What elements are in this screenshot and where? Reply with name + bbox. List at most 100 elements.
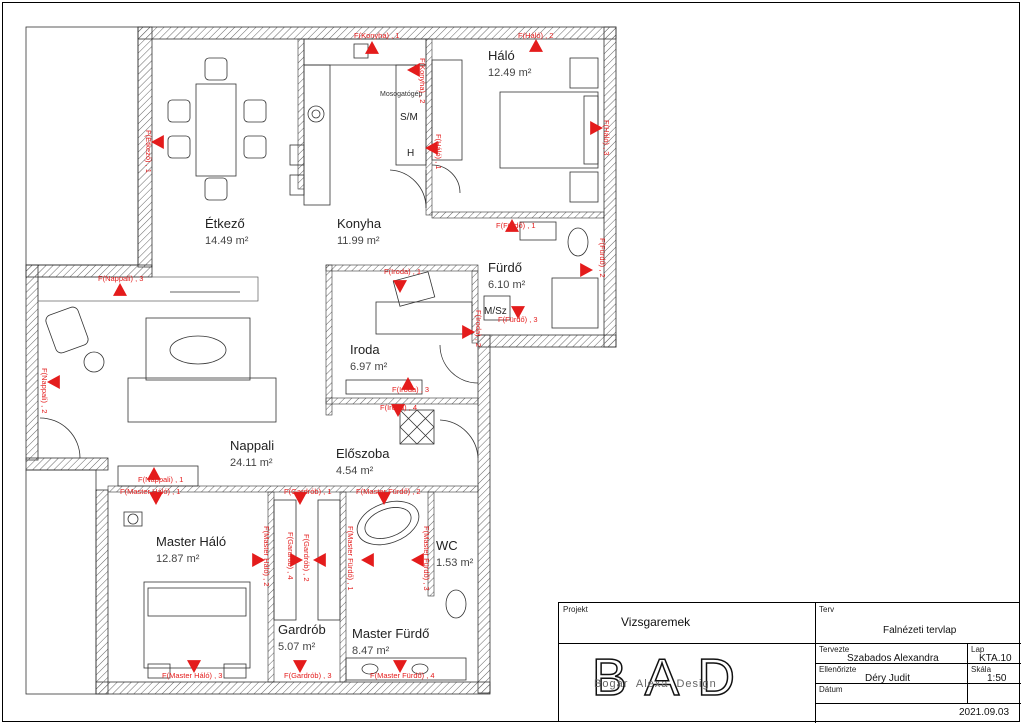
elevation-tag: F(Konyha) , 2 — [418, 58, 427, 103]
room-area: 4.54 m² — [336, 465, 374, 477]
elevation-marker-arrow — [580, 263, 593, 277]
elevation-tag: F(Nappali) , 1 — [138, 475, 183, 484]
elevation-marker-arrow — [293, 492, 307, 505]
room-name: Konyha — [337, 216, 382, 231]
room-area: 14.49 m² — [205, 235, 249, 247]
elevation-marker-arrow — [425, 141, 438, 155]
elevation-marker-arrow — [511, 306, 525, 319]
bedroom-furniture — [431, 57, 599, 203]
designer-label: Tervezte — [819, 645, 850, 654]
room-area: 1.53 m² — [436, 557, 474, 569]
elevation-tag: F(Master Fürdő) , 1 — [346, 526, 355, 591]
elevation-marker-arrow — [47, 375, 60, 389]
room-area: 11.99 m² — [337, 235, 380, 247]
elevation-marker-arrow — [252, 553, 265, 567]
date-value: 2021.09.03 — [959, 707, 1010, 718]
walls — [25, 26, 617, 695]
room-name: Master Fürdő — [352, 626, 429, 641]
room-area: 24.11 m² — [230, 457, 273, 469]
room-name: Nappali — [230, 438, 274, 453]
room-name: Iroda — [350, 342, 380, 357]
elevation-tag: F(Fürdő) , 1 — [496, 221, 536, 230]
elevation-tag: F(Master Fürdő) , 4 — [370, 671, 435, 680]
elevation-tag: F(Konyha) , 1 — [354, 31, 399, 40]
elevation-tag: F(Master Háló) , 1 — [120, 487, 180, 496]
elevation-marker-arrow — [529, 39, 543, 52]
room-name: Gardrób — [278, 622, 326, 637]
elevation-marker-arrow — [313, 553, 326, 567]
room-name: Étkező — [205, 216, 245, 231]
h-label: H — [407, 148, 414, 159]
elevation-tag: F(Nappali) , 2 — [40, 368, 49, 413]
company-logo: BAD Bogár Alexa Design — [591, 649, 782, 710]
bathroom-fixtures — [483, 221, 599, 329]
kitchen-counters — [289, 38, 427, 209]
hall-furniture — [399, 409, 479, 459]
elevation-marker-arrow — [187, 660, 201, 673]
plan-value: Falnézeti tervlap — [883, 625, 957, 636]
room-name: Master Háló — [156, 534, 226, 549]
checked-label: Ellenőrizte — [819, 665, 857, 674]
room-area: 6.10 m² — [488, 279, 526, 291]
elevation-marker-arrow — [377, 492, 391, 505]
elevation-marker-arrow — [393, 280, 407, 293]
washing-machine-label: Mosogatógép — [380, 91, 423, 98]
office-furniture — [345, 271, 479, 395]
scale-value: 1:50 — [987, 673, 1007, 684]
sheet-label: Lap — [971, 645, 985, 654]
elevation-tag: F(Master Háló) , 3 — [162, 671, 222, 680]
elevation-tag: F(Étkező) , 1 — [144, 130, 153, 173]
room-area: 5.07 m² — [278, 641, 316, 653]
elevation-tag: F(Master Háló) , 2 — [262, 526, 271, 586]
date-label: Dátum — [819, 685, 843, 694]
elevation-markers: F(Konyha) , 1 F(Háló) , 2 F(Konyha) , 2 F(H… — [40, 31, 611, 680]
elevation-marker-arrow — [590, 121, 603, 135]
room-name: WC — [436, 538, 458, 553]
elevation-tag: F(Gardrób) , 4 — [286, 532, 295, 580]
elevation-tag: F(Gardrób) , 3 — [284, 671, 332, 680]
plan-label: Terv — [819, 605, 835, 614]
elevation-marker-arrow — [391, 404, 405, 417]
room-area: 6.97 m² — [350, 361, 388, 373]
elevation-tag: F(Háló) , 3 — [602, 120, 611, 155]
elevation-marker-arrow — [361, 553, 374, 567]
elevation-marker-arrow — [151, 135, 164, 149]
fixture-labels: Mosogatógép S/M H M/Sz — [380, 91, 507, 317]
balcony-outline — [25, 26, 139, 695]
room-name: Fürdő — [488, 260, 522, 275]
elevation-tag: F(Háló) , 2 — [518, 31, 553, 40]
master-bath-fixtures — [345, 500, 467, 681]
living-room-furniture — [39, 291, 277, 487]
elevation-marker-arrow — [462, 325, 475, 339]
elevation-tag: F(Nappali) , 3 — [98, 274, 143, 283]
elevation-marker-arrow — [401, 377, 415, 390]
elevation-tag: F(Gardrób) , 1 — [284, 487, 332, 496]
sm-label: S/M — [400, 112, 418, 123]
room-labels: Étkező 14.49 m² Konyha 11.99 m² Háló 12.… — [156, 48, 532, 657]
elevation-marker-arrow — [407, 63, 420, 77]
elevation-tag: F(Iroda) , 1 — [384, 267, 421, 276]
elevation-tag: F(Iroda) , 4 — [380, 403, 417, 412]
sheet-value: KTA.10 — [979, 653, 1012, 664]
elevation-tag: F(Master Fürdő) , 2 — [356, 487, 421, 496]
elevation-tag: F(Gardrób) , 2 — [302, 534, 311, 582]
title-block: Projekt Vizsgaremek Terv Falnézeti tervl… — [558, 602, 1021, 723]
elevation-marker-arrow — [293, 660, 307, 673]
room-name: Előszoba — [336, 446, 390, 461]
elevation-tag: F(Master Fürdő) , 3 — [422, 526, 431, 591]
interior-walls — [37, 38, 605, 683]
elevation-marker-arrow — [149, 492, 163, 505]
elevation-tag: F(Iroda) , 3 — [392, 385, 429, 394]
msz-label: M/Sz — [484, 306, 507, 317]
elevation-marker-arrow — [113, 283, 127, 296]
room-area: 12.49 m² — [488, 67, 532, 79]
checked-value: Déry Judit — [865, 673, 911, 684]
scale-label: Skála — [971, 665, 992, 674]
elevation-marker-arrow — [365, 41, 379, 54]
dining-table — [167, 57, 267, 201]
elevation-marker-arrow — [393, 660, 407, 673]
designer-value: Szabados Alexandra — [847, 653, 939, 664]
elevation-marker-arrow — [505, 219, 519, 232]
